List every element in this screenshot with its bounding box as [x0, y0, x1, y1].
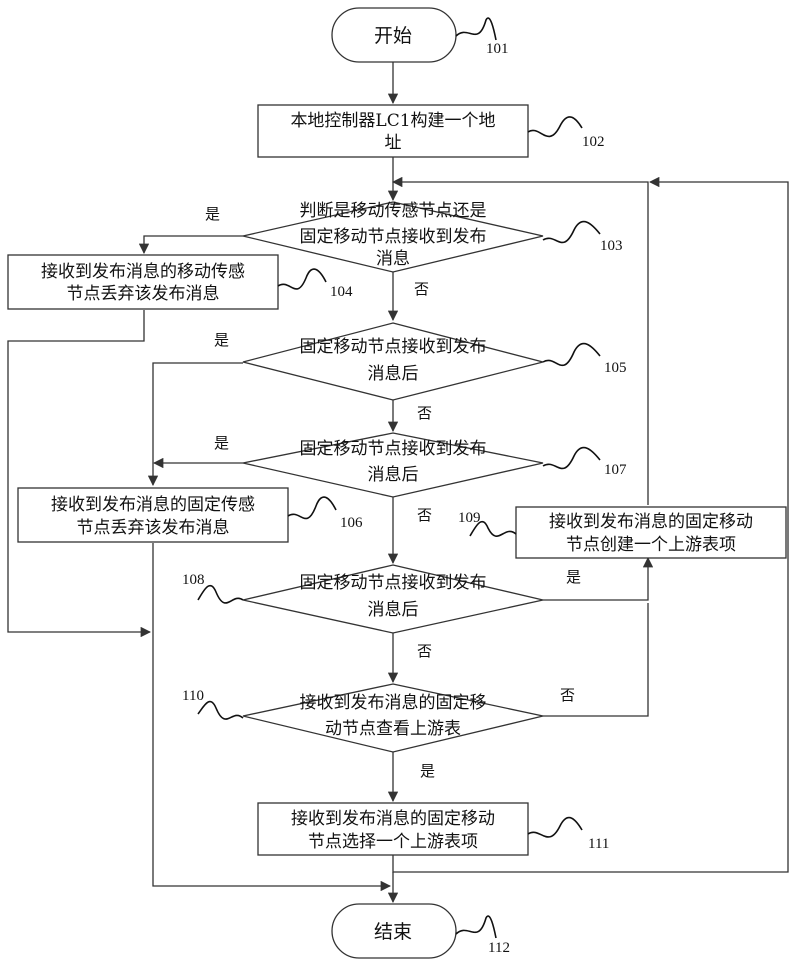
node-110-line-1: 接收到发布消息的固定移	[300, 693, 487, 713]
label-105-squiggle	[543, 344, 600, 366]
node-108-decision: 固定移动节点接收到发布 消息后 108 是 否	[182, 565, 581, 660]
label-108: 108	[182, 572, 205, 588]
label-104-squiggle	[278, 269, 326, 289]
label-101: 101	[486, 41, 509, 57]
node-111-line-1: 接收到发布消息的固定移动	[291, 809, 495, 829]
node-109-line-2: 节点创建一个上游表项	[566, 535, 736, 555]
edge-108-no-label: 否	[417, 642, 432, 660]
node-105-line-2: 消息后	[368, 364, 419, 384]
node-110-decision: 接收到发布消息的固定移 动节点查看上游表 110 否 是	[182, 684, 575, 780]
node-104-line-2: 节点丢弃该发布消息	[67, 284, 220, 304]
label-111: 111	[588, 836, 609, 852]
edge-110-yes-label: 是	[420, 762, 435, 780]
edge-107-no-label: 否	[417, 506, 432, 524]
node-110-line-2: 动节点查看上游表	[325, 719, 461, 739]
edge-103-104-yes	[144, 236, 243, 253]
node-106-line-2: 节点丢弃该发布消息	[77, 518, 230, 538]
node-109-line-1: 接收到发布消息的固定移动	[549, 512, 753, 532]
node-108-line-2: 消息后	[368, 600, 419, 620]
label-109: 109	[458, 510, 481, 526]
edge-108-yes-label: 是	[566, 568, 581, 586]
node-102-line-2: 址	[385, 133, 402, 153]
node-103-line-2: 固定移动节点接收到发布	[300, 227, 487, 247]
label-104: 104	[330, 284, 353, 300]
node-103-line-3: 消息	[376, 249, 410, 269]
edge-104-end	[8, 310, 150, 632]
label-111-squiggle	[528, 818, 582, 837]
label-106-squiggle	[288, 497, 336, 518]
node-112-end: 结束 112	[332, 904, 510, 958]
edge-103-no-label: 否	[414, 280, 429, 298]
edge-107-yes-label: 是	[214, 434, 229, 452]
label-106: 106	[340, 515, 363, 531]
node-104-line-1: 接收到发布消息的移动传感	[41, 262, 245, 282]
edge-110-no-label: 否	[560, 686, 575, 704]
node-105-decision: 固定移动节点接收到发布 消息后 105 是 否	[214, 323, 627, 422]
node-111-line-2: 节点选择一个上游表项	[308, 832, 478, 852]
label-107-squiggle	[543, 448, 600, 469]
edge-105-no-label: 否	[417, 404, 432, 422]
label-110: 110	[182, 688, 204, 704]
node-102-process: 本地控制器LC1构建一个地 址 102	[258, 105, 605, 157]
label-112: 112	[488, 940, 510, 956]
label-110-squiggle	[198, 702, 243, 720]
node-101-start: 开始 101	[332, 8, 509, 62]
edge-103-yes-label: 是	[205, 205, 220, 223]
node-107-line-2: 消息后	[368, 465, 419, 485]
node-104-process: 接收到发布消息的移动传感 节点丢弃该发布消息 104	[8, 255, 353, 309]
node-107-line-1: 固定移动节点接收到发布	[300, 439, 487, 459]
node-102-line-1: 本地控制器LC1构建一个地	[290, 111, 495, 131]
node-112-text: 结束	[374, 921, 412, 943]
node-111-process: 接收到发布消息的固定移动 节点选择一个上游表项 111	[258, 803, 609, 855]
node-105-line-1: 固定移动节点接收到发布	[300, 337, 487, 357]
label-107: 107	[604, 462, 627, 478]
node-108-line-1: 固定移动节点接收到发布	[300, 573, 487, 593]
label-103-squiggle	[543, 222, 600, 243]
node-106-line-1: 接收到发布消息的固定传感	[51, 495, 255, 515]
label-108-squiggle	[198, 586, 243, 603]
label-112-squiggle	[456, 916, 496, 938]
node-101-text: 开始	[374, 25, 412, 47]
label-105: 105	[604, 360, 627, 376]
edge-110-109-no	[543, 603, 648, 716]
edge-108-109-yes	[543, 558, 648, 600]
label-103: 103	[600, 238, 623, 254]
node-106-process: 接收到发布消息的固定传感 节点丢弃该发布消息 106	[18, 488, 363, 542]
label-101-squiggle	[456, 18, 496, 40]
label-102-squiggle	[528, 117, 582, 137]
edge-105-yes-label: 是	[214, 331, 229, 349]
label-102: 102	[582, 134, 605, 150]
node-103-line-1: 判断是移动传感节点还是	[300, 201, 487, 221]
node-109-process: 接收到发布消息的固定移动 节点创建一个上游表项 109	[458, 507, 786, 558]
edge-105-106-yes	[153, 363, 243, 485]
